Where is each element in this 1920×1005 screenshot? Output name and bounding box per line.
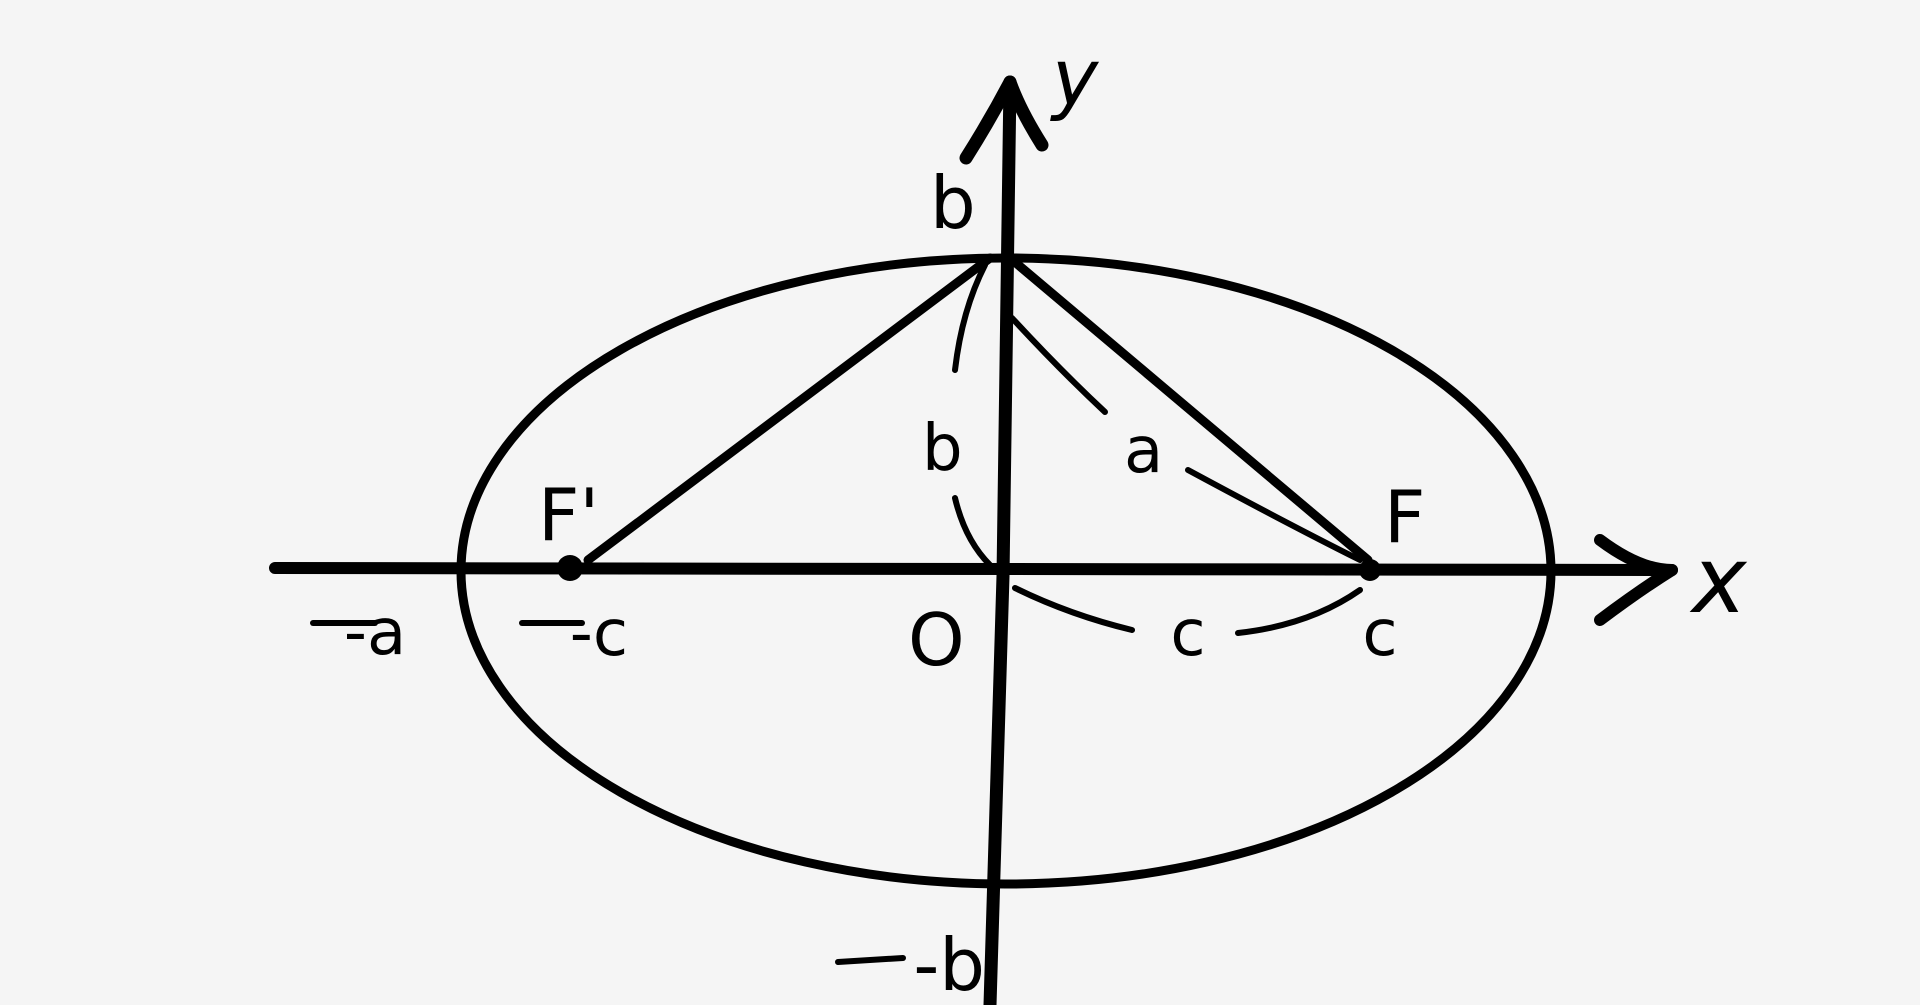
right-focus-point <box>1359 559 1381 581</box>
y-axis <box>983 75 1017 1005</box>
bottom-neg-b-label: -b <box>913 923 985 1005</box>
origin-label: O <box>908 598 965 682</box>
slant-a-label: a <box>1124 414 1163 488</box>
segment-left-focus-to-top <box>583 253 995 565</box>
left-focus-label: F' <box>538 473 599 557</box>
brace-top-b <box>952 262 988 373</box>
inner-b-label: b <box>922 412 963 486</box>
segment-top-to-right-focus <box>1005 253 1373 565</box>
y-axis-label: y <box>1050 34 1100 124</box>
pos-c-label: c <box>1362 597 1397 671</box>
brace-slant-a-lower <box>1185 467 1363 563</box>
neg-a-label: -a <box>344 596 406 670</box>
brace-base-c-left <box>1012 585 1135 633</box>
y-axis-arrowhead <box>959 75 1049 165</box>
left-focus-point <box>557 555 583 581</box>
x-axis-label: x <box>1689 527 1748 634</box>
x-axis-arrowhead <box>1594 534 1678 626</box>
brace-slant-a-upper <box>1009 315 1108 415</box>
right-focus-label: F <box>1384 475 1425 559</box>
x-axis <box>269 562 1678 576</box>
base-c-label: c <box>1170 597 1205 671</box>
brace-inner-b <box>952 495 993 568</box>
top-b-label: b <box>930 161 976 245</box>
dash-neg-b <box>835 955 906 965</box>
neg-c-label: -c <box>570 597 628 671</box>
brace-base-c-right <box>1235 587 1363 636</box>
